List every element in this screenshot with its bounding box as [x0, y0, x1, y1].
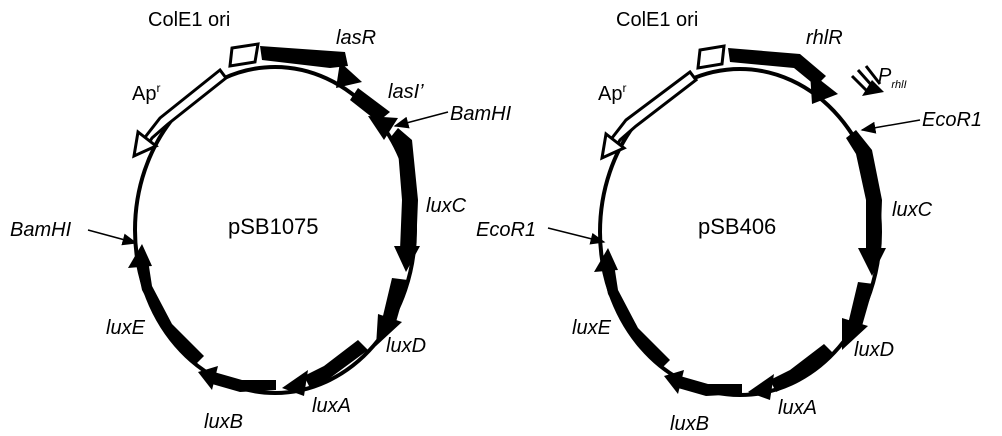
plasmid-name: pSB406: [698, 214, 776, 239]
ori-label: ColE1 ori: [148, 9, 230, 31]
ecor1-left-pointer: [547, 227, 606, 245]
luxd-arrowhead: [376, 314, 402, 346]
cole1-ori-element: [228, 42, 260, 68]
luxa-label: luxA: [778, 397, 817, 419]
bamhi-left-label: BamHI: [10, 219, 72, 241]
ecor1-top-label: EcoR1: [922, 109, 982, 131]
luxd-gene-arrow: [382, 278, 408, 322]
luxc-label: luxC: [426, 195, 467, 217]
luxe-label: luxE: [106, 317, 146, 339]
luxb-arrowhead: [664, 370, 684, 394]
luxa-gene-arrow: [304, 340, 368, 388]
lasi-fragment-arrow: [350, 88, 390, 122]
lasr-arrowhead: [336, 62, 362, 88]
luxb-gene-arrow: [678, 376, 742, 396]
luxa-gene-arrow: [770, 344, 834, 392]
luxc-gene-arrow: [846, 130, 882, 252]
luxc-label: luxC: [892, 199, 933, 221]
bamhi-top-label: BamHI: [450, 103, 512, 125]
luxd-label: luxD: [854, 339, 894, 361]
luxa-label: luxA: [312, 395, 351, 417]
luxb-label: luxB: [204, 411, 243, 433]
plasmid-name: pSB1075: [228, 214, 319, 239]
luxe-arrowhead: [594, 248, 618, 272]
luxe-gene-arrow: [136, 260, 204, 364]
lasr-gene-arrow: [260, 46, 348, 68]
ori-label: ColE1 ori: [616, 9, 698, 31]
cole1-ori-element: [696, 44, 726, 70]
luxc-arrowhead: [394, 246, 420, 272]
rhlr-arrowhead: [810, 72, 838, 104]
ecor1-left-label: EcoR1: [476, 219, 536, 241]
promoter-label: PrhlI: [878, 65, 907, 91]
bamhi-top-pointer: [393, 111, 449, 129]
luxe-gene-arrow: [602, 264, 670, 368]
lasi-arrowhead: [368, 116, 398, 140]
ampr-label: Apr: [132, 81, 160, 105]
ampr-arrowhead: [600, 131, 627, 161]
plasmid-psb1075: ColE1 ori Apr lasR lasI’ BamHI BamHI pSB…: [10, 9, 512, 433]
lasi-label: lasI’: [388, 81, 424, 103]
promoter-arrow-1: [850, 74, 870, 94]
rhlr-label: rhlR: [806, 27, 843, 49]
luxe-arrowhead: [128, 244, 152, 268]
ampr-gene-arrow: [137, 67, 229, 150]
lasr-label: lasR: [336, 27, 376, 49]
bamhi-left-pointer: [87, 229, 138, 246]
luxd-gene-arrow: [848, 282, 874, 326]
luxc-arrowhead: [858, 248, 886, 276]
luxb-gene-arrow: [212, 372, 276, 392]
luxb-arrowhead: [198, 366, 218, 390]
luxc-gene-arrow: [390, 128, 418, 250]
ampr-label: Apr: [598, 81, 626, 105]
luxd-label: luxD: [386, 335, 426, 357]
ampr-arrowhead: [132, 129, 159, 159]
promoter-arrow-3: [864, 65, 882, 85]
luxa-arrowhead: [748, 374, 774, 400]
ecor1-top-pointer: [860, 119, 921, 134]
plasmid-psb406: ColE1 ori Apr rhlR PrhlI EcoR1 EcoR1 pSB…: [476, 9, 982, 435]
rhlr-gene-arrow: [728, 48, 826, 86]
luxb-label: luxB: [670, 413, 709, 435]
promoter-arrowhead: [862, 80, 884, 96]
luxe-label: luxE: [572, 317, 612, 339]
luxa-arrowhead: [282, 370, 308, 396]
luxd-arrowhead: [842, 318, 868, 350]
